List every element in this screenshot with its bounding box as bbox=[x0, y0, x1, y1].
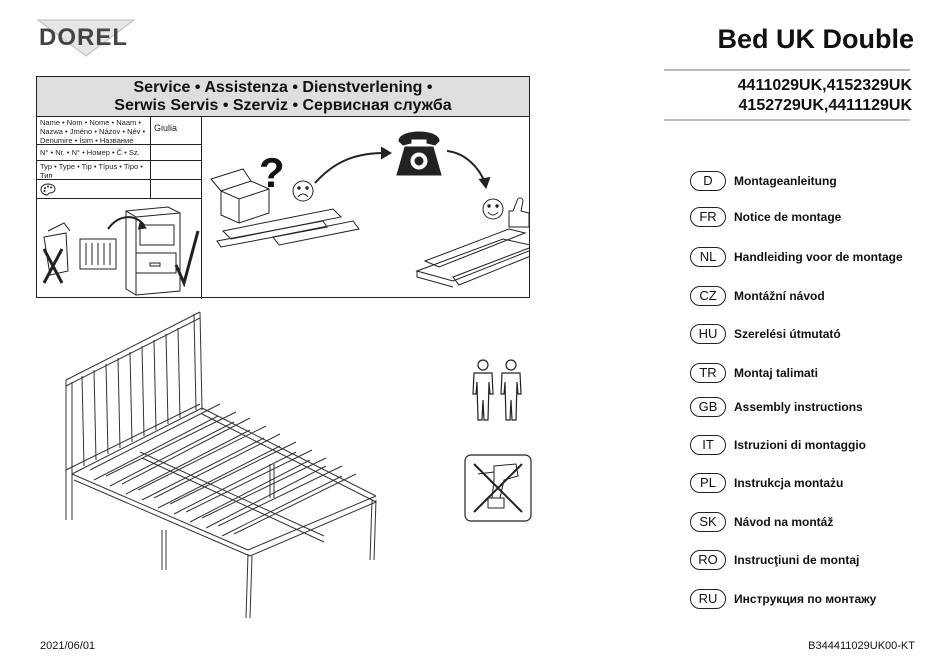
brand-name: DOREL bbox=[39, 24, 128, 51]
service-heading-line-1: Service • Assistenza • Dienstverlening • bbox=[133, 79, 433, 96]
keep-manual-illustration bbox=[42, 206, 200, 296]
lang-code-badge: PL bbox=[690, 473, 726, 493]
svg-text:?: ? bbox=[259, 149, 285, 196]
lang-code-badge: FR bbox=[690, 207, 726, 227]
name-label: Name • Nom • Nome • Naam • Nazwa • Jméno… bbox=[40, 118, 146, 144]
footer-date: 2021/06/01 bbox=[40, 640, 96, 652]
lang-label: Istruzioni di montaggio bbox=[734, 438, 866, 452]
lang-code-badge: IT bbox=[690, 435, 726, 455]
lang-label: Notice de montage bbox=[734, 210, 842, 224]
codes-divider bbox=[664, 119, 910, 121]
number-label: N° • Nr. • N° • Номер • Č • Sz. bbox=[40, 148, 140, 157]
lang-code-badge: GB bbox=[690, 397, 726, 417]
lang-label: Montaj talimati bbox=[734, 366, 819, 380]
bed-illustration bbox=[65, 311, 377, 619]
lang-label: Montageanleitung bbox=[734, 174, 837, 188]
title-divider bbox=[664, 69, 910, 71]
type-row: Typ • Type • Tip • Típus • Tipo • Тип bbox=[37, 161, 201, 180]
lang-code-badge: D bbox=[690, 171, 726, 191]
type-label: Typ • Type • Tip • Típus • Tipo • Тип bbox=[40, 162, 143, 180]
no-power-tool-icon bbox=[464, 454, 532, 522]
name-value: Giulia bbox=[154, 123, 178, 133]
lang-label: Návod na montáž bbox=[734, 515, 834, 529]
name-row: Name • Nom • Nome • Naam • Nazwa • Jméno… bbox=[37, 117, 201, 145]
lang-label: Инструкция по монтажу bbox=[734, 592, 877, 606]
service-heading-line-2: Serwis Servis • Szerviz • Сервисная служ… bbox=[114, 97, 452, 114]
lang-code-badge: NL bbox=[690, 247, 726, 267]
product-code-line-1: 4411029UK,4152329UK bbox=[737, 77, 912, 94]
service-heading: Service • Assistenza • Dienstverlening •… bbox=[37, 77, 529, 117]
page-title: Bed UK Double bbox=[717, 24, 914, 54]
lang-code-badge: TR bbox=[690, 363, 726, 383]
product-codes: 4411029UK,4152329UK 4152729UK,4411129UK bbox=[668, 76, 912, 116]
service-box: Service • Assistenza • Dienstverlening •… bbox=[36, 76, 530, 299]
date-row bbox=[37, 180, 201, 199]
dorel-logo: DOREL bbox=[36, 18, 136, 62]
two-person-icon bbox=[472, 359, 522, 421]
lang-code-badge: RO bbox=[690, 550, 726, 570]
footer-doc-code: B344411029UK00-KT bbox=[808, 640, 915, 652]
lang-code-badge: HU bbox=[690, 324, 726, 344]
lang-label: Szerelési útmutató bbox=[734, 327, 841, 341]
service-divider bbox=[201, 117, 202, 299]
lang-label: Assembly instructions bbox=[734, 400, 863, 414]
lang-label: Montážní návod bbox=[734, 289, 825, 303]
service-form: Name • Nom • Nome • Naam • Nazwa • Jméno… bbox=[37, 117, 201, 199]
lang-code-badge: RU bbox=[690, 589, 726, 609]
number-row: N° • Nr. • N° • Номер • Č • Sz. bbox=[37, 145, 201, 161]
logo-chevron-icon bbox=[36, 19, 136, 57]
palette-icon bbox=[40, 183, 56, 196]
lang-code-badge: CZ bbox=[690, 286, 726, 306]
product-code-line-2: 4152729UK,4411129UK bbox=[738, 97, 912, 114]
lang-label: Instrukcja montażu bbox=[734, 476, 844, 490]
lang-label: Handleiding voor de montage bbox=[734, 250, 903, 264]
lang-label: Instrucţiuni de montaj bbox=[734, 553, 860, 567]
lang-code-badge: SK bbox=[690, 512, 726, 532]
service-process-illustration: ? bbox=[210, 131, 529, 288]
